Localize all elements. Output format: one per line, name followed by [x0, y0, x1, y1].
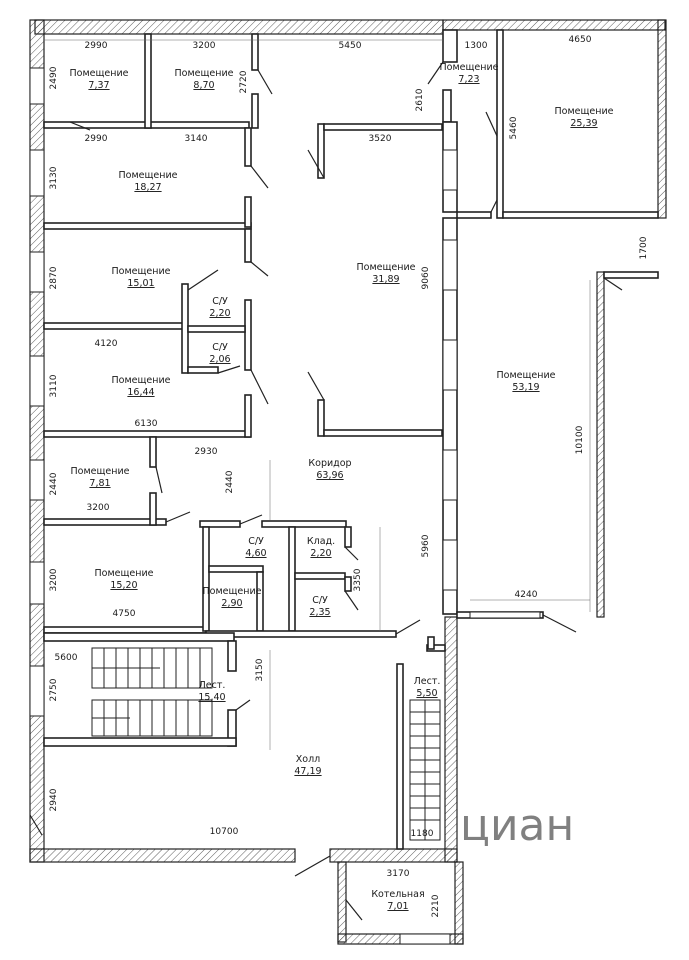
- room-name-r8: С/У: [212, 296, 228, 307]
- room-area-r1: 7,37: [88, 80, 109, 91]
- dimension-label: 4240: [515, 590, 538, 600]
- room-area-r3: 7,23: [458, 74, 479, 85]
- dimension-label: 6130: [135, 419, 158, 429]
- dimension-label: 3130: [49, 166, 59, 189]
- room-name-r22: Котельная: [371, 889, 424, 900]
- dimension-label: 3140: [185, 134, 208, 144]
- room-area-r10: 16,44: [127, 387, 154, 398]
- dimension-label: 3520: [369, 134, 392, 144]
- stair-15-40: [91, 647, 213, 737]
- dimension-label: 2990: [85, 134, 108, 144]
- doors: [29, 61, 623, 921]
- room-name-r15: Клад.: [307, 536, 335, 547]
- interior-walls: [43, 29, 659, 850]
- dimension-label: 1180: [411, 829, 434, 839]
- dimension-label: 2990: [85, 41, 108, 51]
- dimension-label: 2750: [49, 678, 59, 701]
- room-name-r16: Помещение: [95, 568, 154, 579]
- dimension-label: 3170: [387, 869, 410, 879]
- dimension-label: 3200: [49, 568, 59, 591]
- dimension-labels: 2990 3200 5450 1300 4650 2490 2720 2610 5460 2990…: [49, 35, 649, 917]
- dimension-label: 1700: [639, 236, 649, 259]
- dimension-label: 2440: [225, 470, 235, 493]
- room-area-r9: 2,06: [209, 354, 230, 365]
- room-area-r16: 15,20: [110, 580, 137, 591]
- room-area-r19: 15,40: [198, 692, 225, 703]
- dimension-label: 2720: [239, 70, 249, 93]
- dimension-lines: [44, 39, 591, 750]
- dimension-label: 3200: [193, 41, 216, 51]
- dimension-label: 2210: [431, 894, 441, 917]
- room-name-r2: Помещение: [175, 68, 234, 79]
- room-area-r5: 18,27: [134, 182, 161, 193]
- windows: [29, 67, 541, 945]
- dimension-label: 1300: [465, 41, 488, 51]
- room-area-r21: 47,19: [294, 766, 321, 777]
- room-area-r13: 7,81: [89, 478, 110, 489]
- dimension-label: 2870: [49, 266, 59, 289]
- dimension-label: 4120: [95, 339, 118, 349]
- room-name-r4: Помещение: [555, 106, 614, 117]
- room-area-r11: 53,19: [512, 382, 539, 393]
- room-name-r12: Коридор: [308, 458, 351, 469]
- room-name-r21: Холл: [296, 754, 320, 765]
- watermark: циан: [460, 800, 574, 851]
- dimension-label: 2610: [415, 88, 425, 111]
- room-name-r17: Помещение: [203, 586, 262, 597]
- room-name-r6: Помещение: [357, 262, 416, 273]
- room-name-r14: С/У: [248, 536, 264, 547]
- room-area-r7: 15,01: [127, 278, 154, 289]
- room-name-r20: Лест.: [414, 676, 441, 687]
- room-area-r6: 31,89: [372, 274, 399, 285]
- room-area-r20: 5,50: [416, 688, 437, 699]
- dimension-label: 3110: [49, 374, 59, 397]
- dimension-label: 9060: [421, 266, 431, 289]
- dimension-label: 5960: [421, 534, 431, 557]
- room-name-r13: Помещение: [71, 466, 130, 477]
- room-labels: Помещение7,37Помещение8,70Помещение7,23П…: [70, 62, 614, 912]
- room-name-r11: Помещение: [497, 370, 556, 381]
- room-area-r18: 2,35: [309, 607, 330, 618]
- room-area-r4: 25,39: [570, 118, 597, 129]
- room-area-r17: 2,90: [221, 598, 242, 609]
- room-area-r8: 2,20: [209, 308, 230, 319]
- room-name-r7: Помещение: [112, 266, 171, 277]
- room-area-r2: 8,70: [193, 80, 214, 91]
- dimension-label: 4750: [113, 609, 136, 619]
- room-name-r3: Помещение: [440, 62, 499, 73]
- dimension-label: 10100: [575, 425, 585, 454]
- dimension-label: 3200: [87, 503, 110, 513]
- room-name-r9: С/У: [212, 342, 228, 353]
- room-area-r22: 7,01: [387, 901, 408, 912]
- room-area-r15: 2,20: [310, 548, 331, 559]
- dimension-label: 2490: [49, 66, 59, 89]
- dimension-label: 5450: [339, 41, 362, 51]
- dimension-label: 2440: [49, 472, 59, 495]
- room-name-r1: Помещение: [70, 68, 129, 79]
- room-area-r12: 63,96: [316, 470, 343, 481]
- dimension-label: 4650: [569, 35, 592, 45]
- stair-5-50: [409, 699, 441, 841]
- dimension-label: 2940: [49, 788, 59, 811]
- room-name-r5: Помещение: [119, 170, 178, 181]
- dimension-label: 5600: [55, 653, 78, 663]
- dimension-label: 3150: [255, 658, 265, 681]
- dimension-label: 5460: [509, 116, 519, 139]
- room-area-r14: 4,60: [245, 548, 266, 559]
- dimension-label: 2930: [195, 447, 218, 457]
- room-name-r10: Помещение: [112, 375, 171, 386]
- dimension-label: 3350: [353, 568, 363, 591]
- room-name-r19: Лест.: [199, 680, 226, 691]
- dimension-label: 10700: [210, 827, 239, 837]
- room-name-r18: С/У: [312, 595, 328, 606]
